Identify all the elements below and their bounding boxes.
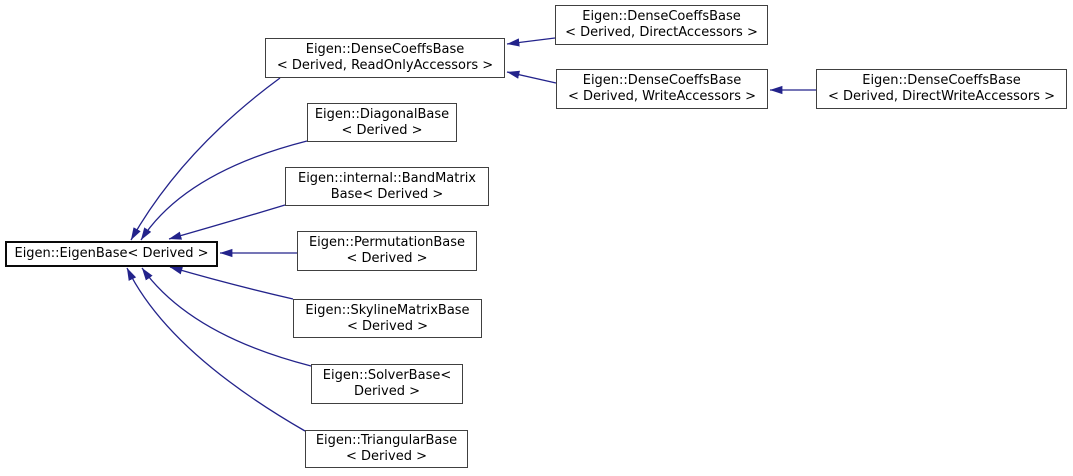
edge-solver-to-eigenbase bbox=[141, 267, 312, 367]
node-label-line2: Base< Derived > bbox=[330, 186, 444, 202]
node-label-line2: < Derived > bbox=[347, 318, 428, 334]
node-label-line2: < Derived, DirectAccessors > bbox=[565, 25, 758, 40]
node-label-line1: Eigen::SolverBase< bbox=[322, 368, 452, 383]
node-densecoeffsbase-directaccessors[interactable]: Eigen::DenseCoeffsBase < Derived, Direct… bbox=[555, 5, 768, 45]
node-eigenbase[interactable]: Eigen::EigenBase< Derived > bbox=[5, 241, 218, 267]
node-triangularbase[interactable]: Eigen::TriangularBase < Derived > bbox=[305, 430, 468, 468]
node-label-line1: Eigen::DenseCoeffsBase bbox=[582, 9, 741, 24]
node-skylinematrixbase[interactable]: Eigen::SkylineMatrixBase < Derived > bbox=[293, 299, 482, 338]
node-label-line1: Eigen::DenseCoeffsBase bbox=[582, 73, 742, 88]
node-label-line2: < Derived > bbox=[346, 449, 427, 464]
node-label-line2: < Derived, ReadOnlyAccessors > bbox=[276, 58, 494, 73]
node-label-line2: < Derived, DirectWriteAccessors > bbox=[827, 89, 1056, 104]
edge-densecoeffs-direct-to-readonly bbox=[506, 37, 556, 47]
edge-densecoeffs-write-to-readonly bbox=[506, 70, 557, 84]
edge-skyline-to-eigenbase bbox=[169, 266, 294, 300]
node-label-line1: Eigen::internal::BandMatrix bbox=[297, 170, 477, 186]
node-label: Eigen::EigenBase< Derived > bbox=[14, 246, 209, 261]
node-diagonalbase[interactable]: Eigen::DiagonalBase < Derived > bbox=[307, 103, 457, 142]
node-densecoeffsbase-directwriteaccessors[interactable]: Eigen::DenseCoeffsBase < Derived, Direct… bbox=[816, 69, 1067, 109]
edge-densecoeffs-readonly-to-eigenbase bbox=[130, 77, 281, 241]
node-permutationbase[interactable]: Eigen::PermutationBase < Derived > bbox=[297, 231, 477, 271]
node-bandmatrixbase[interactable]: Eigen::internal::BandMatrix Base< Derive… bbox=[285, 167, 489, 206]
node-label-line1: Eigen::DenseCoeffsBase bbox=[305, 42, 465, 57]
node-label-line2: < Derived, WriteAccessors > bbox=[567, 89, 757, 104]
node-label-line1: Eigen::DiagonalBase bbox=[314, 106, 450, 122]
edge-diagonal-to-eigenbase bbox=[140, 140, 308, 241]
node-densecoeffsbase-writeaccessors[interactable]: Eigen::DenseCoeffsBase < Derived, WriteA… bbox=[556, 69, 768, 109]
node-label-line1: Eigen::DenseCoeffsBase bbox=[862, 73, 1021, 88]
edge-triangular-to-eigenbase bbox=[126, 267, 306, 432]
node-solverbase[interactable]: Eigen::SolverBase< Derived > bbox=[311, 364, 463, 404]
node-label-line2: Derived > bbox=[354, 384, 420, 399]
node-label-line1: Eigen::PermutationBase bbox=[308, 235, 466, 250]
node-densecoeffsbase-readonlyaccessors[interactable]: Eigen::DenseCoeffsBase < Derived, ReadOn… bbox=[265, 38, 505, 78]
edge-bandmatrix-to-eigenbase bbox=[168, 204, 286, 240]
node-label-line2: < Derived > bbox=[346, 251, 428, 266]
node-label-line2: < Derived > bbox=[341, 122, 423, 138]
node-label-line1: Eigen::TriangularBase bbox=[315, 433, 458, 448]
node-label-line1: Eigen::SkylineMatrixBase bbox=[305, 302, 470, 318]
